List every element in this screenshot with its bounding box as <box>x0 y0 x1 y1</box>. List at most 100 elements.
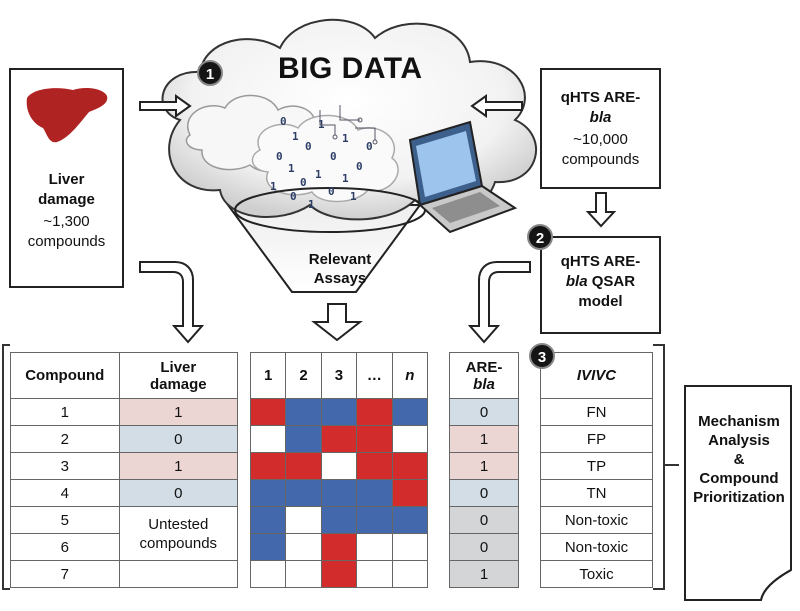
ivivc-value: FN <box>540 398 653 426</box>
arrow-liver-to-table <box>139 261 205 344</box>
badge-two: 2 <box>527 224 553 250</box>
svg-text:1: 1 <box>270 180 277 193</box>
assay-cell <box>356 506 393 534</box>
mechanism-line3: & <box>733 451 745 468</box>
liver-box-line4: compounds <box>27 233 106 250</box>
assay-cell <box>249 425 287 453</box>
compound-row: 1 1 <box>10 398 239 426</box>
liver-value: 0 <box>118 425 239 453</box>
compound-row: 2 0 <box>10 425 239 453</box>
qhts-box-line2: bla <box>589 109 612 126</box>
badge-three: 3 <box>529 343 555 369</box>
svg-text:1: 1 <box>342 172 349 185</box>
svg-text:1: 1 <box>350 190 357 203</box>
badge-one: 1 <box>197 60 223 86</box>
assay-cell <box>249 398 287 426</box>
compound-id: 4 <box>10 479 120 507</box>
assay-cell <box>356 560 393 588</box>
assay-cell <box>320 398 358 426</box>
qhts-box-line4: compounds <box>561 151 640 168</box>
assay-cell <box>249 479 287 507</box>
ivivc-row: FN <box>540 398 653 426</box>
compound-id: 5 <box>10 506 120 534</box>
right-bracket-tip <box>665 464 679 466</box>
are-bla-value: 0 <box>449 506 519 534</box>
assay-cell <box>285 506 322 534</box>
compound-row: 7 <box>10 560 239 588</box>
assay-cell <box>356 398 393 426</box>
assay-cell <box>320 506 358 534</box>
compound-id: 3 <box>10 452 120 480</box>
mechanism-paper-shape <box>684 385 792 601</box>
compound-id: 7 <box>10 560 120 588</box>
assay-cell <box>249 506 287 534</box>
ivivc-value: FP <box>540 425 653 453</box>
qsar-box-line2: bla QSAR <box>542 272 659 292</box>
liver-damage-header: Liver damage <box>118 352 239 399</box>
compound-header: Compound <box>10 352 120 399</box>
are-bla-header-line1: ARE- <box>465 358 503 376</box>
are-bla-row: 0 <box>449 506 519 534</box>
are-bla-row: 1 <box>449 560 519 588</box>
svg-text:1: 1 <box>308 198 315 211</box>
svg-text:1: 1 <box>315 168 322 181</box>
mechanism-box-text: Mechanism Analysis & Compound Prioritiza… <box>683 412 795 507</box>
svg-text:0: 0 <box>280 115 287 128</box>
assay-header-cell: … <box>356 352 393 399</box>
right-bracket <box>653 344 665 590</box>
svg-text:0: 0 <box>305 140 312 153</box>
assay-cell <box>285 479 322 507</box>
liver-value: 1 <box>118 452 239 480</box>
assay-header-cell: 2 <box>285 352 322 399</box>
funnel-label: Relevant Assays <box>308 251 372 287</box>
are-bla-row: 1 <box>449 452 519 480</box>
compound-row: 3 1 <box>10 452 239 480</box>
assay-cell <box>356 425 393 453</box>
ivivc-header: IVIVC <box>540 352 653 399</box>
assay-cell <box>285 398 322 426</box>
ivivc-row: TN <box>540 479 653 507</box>
svg-text:0: 0 <box>366 140 373 153</box>
assay-row <box>249 479 429 507</box>
qhts-box-line3: ~10,000 <box>573 131 628 148</box>
are-bla-header: ARE- bla <box>449 352 519 399</box>
compound-id: 1 <box>10 398 120 426</box>
arrow-liver-to-cloud <box>139 94 192 118</box>
compound-table: Compound Liver damage 1 1 2 0 3 1 4 0 5 … <box>10 352 239 588</box>
qhts-box: qHTS ARE- bla ~10,000 compounds <box>540 68 661 189</box>
assay-cell <box>320 425 358 453</box>
assay-cell <box>249 560 287 588</box>
assay-cell <box>285 533 322 561</box>
compound-row: 5 Untested compounds <box>10 506 239 561</box>
assay-cell <box>391 533 429 561</box>
svg-text:0: 0 <box>356 160 363 173</box>
assay-cell <box>320 452 358 480</box>
untested-compounds-label: Untested compounds <box>118 506 239 561</box>
qsar-box-line1: qHTS ARE- <box>560 253 641 270</box>
big-data-title: BIG DATA <box>278 52 423 85</box>
left-bracket <box>2 344 10 590</box>
qhts-box-line1: qHTS ARE- <box>560 89 641 106</box>
assay-row <box>249 560 429 588</box>
assay-cell <box>391 560 429 588</box>
svg-text:0: 0 <box>300 176 307 189</box>
svg-text:0: 0 <box>276 150 283 163</box>
svg-text:1: 1 <box>342 132 349 145</box>
assay-cell <box>356 479 393 507</box>
are-bla-row: 0 <box>449 479 519 507</box>
assay-row <box>249 452 429 480</box>
mechanism-line2: Analysis <box>708 432 770 449</box>
assay-cell <box>320 533 358 561</box>
liver-damage-box: Liver damage ~1,300 compounds <box>9 68 124 288</box>
svg-text:0: 0 <box>330 150 337 163</box>
qsar-model-box: qHTS ARE- bla QSAR model <box>540 236 661 334</box>
svg-text:0: 0 <box>290 190 297 203</box>
ivivc-value: Non-toxic <box>540 506 653 534</box>
ivivc-row: FP <box>540 425 653 453</box>
ivivc-row: Non-toxic <box>540 533 653 561</box>
compound-id: 2 <box>10 425 120 453</box>
